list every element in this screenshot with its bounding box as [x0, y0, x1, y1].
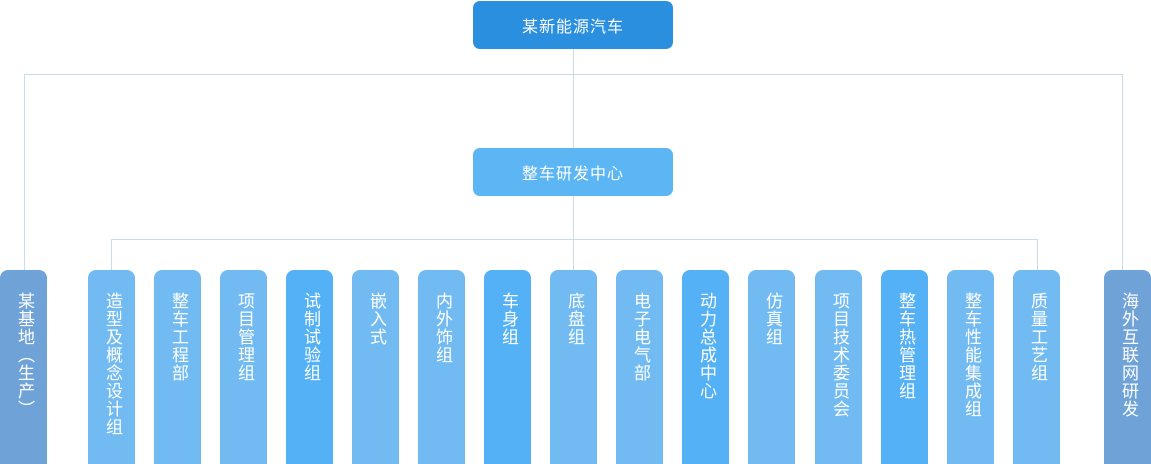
group-node-label: 嵌入式	[366, 292, 386, 346]
group-node: 项目技术委员会	[815, 270, 862, 464]
rd-center-node: 整车研发中心	[473, 148, 673, 196]
group-node-label: 整车工程部	[168, 292, 188, 382]
group-node: 整车性能集成组	[947, 270, 994, 464]
group-node-label: 整车热管理组	[895, 292, 915, 400]
root-node: 某新能源汽车	[473, 1, 673, 49]
group-node: 试制试验组	[286, 270, 333, 464]
group-node: 质量工艺组	[1013, 270, 1060, 464]
group-node-label: 内外饰组	[432, 292, 452, 364]
group-node-label: 动力总成中心	[696, 292, 716, 400]
overseas-internet-rd-label: 海外互联网研发	[1118, 292, 1138, 418]
group-node-label: 底盘组	[564, 292, 584, 346]
group-node-label: 车身组	[498, 292, 518, 346]
production-base-label: 某基地（生产）	[14, 292, 34, 418]
group-node-label: 项目管理组	[234, 292, 254, 382]
rd-center-node-label: 整车研发中心	[521, 164, 624, 183]
group-node: 车身组	[484, 270, 531, 464]
production-base-node: 某基地（生产）	[0, 270, 47, 464]
group-node: 内外饰组	[418, 270, 465, 464]
group-node: 造型及概念设计组	[88, 270, 135, 464]
group-node-label: 电子电气部	[630, 292, 650, 382]
group-node: 电子电气部	[616, 270, 663, 464]
group-node: 项目管理组	[220, 270, 267, 464]
overseas-internet-rd-node: 海外互联网研发	[1104, 270, 1151, 464]
group-node: 仿真组	[748, 270, 795, 464]
group-node-label: 仿真组	[762, 292, 782, 346]
group-node: 整车热管理组	[881, 270, 928, 464]
group-node-label: 质量工艺组	[1027, 292, 1047, 382]
root-node-label: 某新能源汽车	[521, 17, 624, 36]
group-node-label: 整车性能集成组	[961, 292, 981, 418]
group-node-label: 试制试验组	[300, 292, 320, 382]
group-node: 嵌入式	[352, 270, 399, 464]
group-node-label: 项目技术委员会	[829, 292, 849, 418]
group-node-label: 造型及概念设计组	[102, 292, 122, 436]
group-node: 整车工程部	[154, 270, 201, 464]
group-node: 底盘组	[550, 270, 597, 464]
group-node: 动力总成中心	[682, 270, 729, 464]
